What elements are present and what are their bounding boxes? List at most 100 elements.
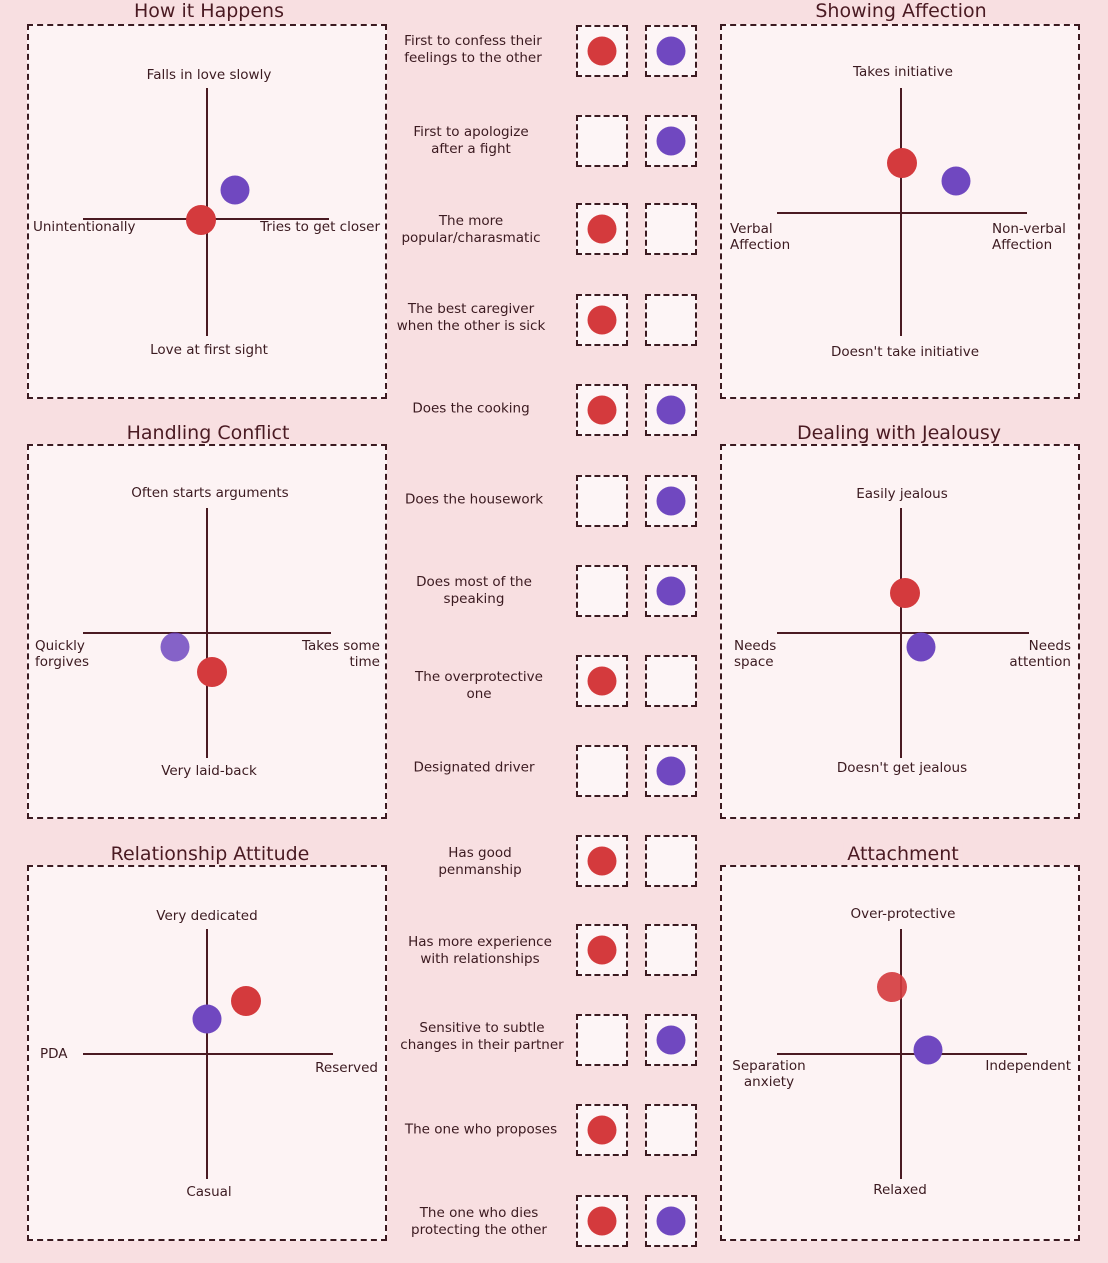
purple-marker [656,756,686,786]
purple-checkbox[interactable] [645,384,697,436]
purple-checkbox[interactable] [645,294,697,346]
red-checkbox[interactable] [576,475,628,527]
axis-label-right: Non-verbal Affection [992,221,1066,253]
purple-marker [192,1004,222,1034]
question-text: The more popular/charasmatic [401,213,541,246]
purple-checkbox[interactable] [645,203,697,255]
purple-marker [656,1025,686,1055]
panel-title: Attachment [843,843,963,865]
purple-checkbox[interactable] [645,475,697,527]
axis-label-left: PDA [40,1046,68,1062]
purple-marker [656,395,686,425]
panel-showing-affection: Takes initiative Doesn't take initiative… [720,24,1080,399]
axis-label-bottom: Doesn't get jealous [836,760,968,776]
red-marker [887,148,917,178]
axis-label-left: Unintentionally [33,219,136,235]
red-checkbox[interactable] [576,384,628,436]
axis-label-bottom: Relaxed [873,1182,927,1198]
red-marker [587,395,617,425]
red-checkbox[interactable] [576,294,628,346]
red-checkbox[interactable] [576,745,628,797]
question-text: The overprotective one [415,669,543,702]
axis-label-top: Falls in love slowly [146,67,272,83]
purple-checkbox[interactable] [645,924,697,976]
panel-how-it-happens: Falls in love slowly Love at first sight… [27,24,387,399]
red-marker [587,1115,617,1145]
axis-label-right: Takes some time [301,638,380,670]
red-checkbox[interactable] [576,1195,628,1247]
question-text: Has good penmanship [438,845,522,878]
red-marker [587,935,617,965]
question-text: Does the cooking [412,400,530,417]
red-marker [587,305,617,335]
purple-marker [160,632,190,662]
axis-label-right: Needs attention [1009,638,1071,670]
purple-checkbox[interactable] [645,745,697,797]
purple-marker [656,1206,686,1236]
purple-checkbox[interactable] [645,1104,697,1156]
panel-attachment: Over-protective Relaxed Separation anxie… [720,865,1080,1241]
axis-label-bottom: Casual [186,1184,232,1200]
red-marker [587,846,617,876]
question-text: Sensitive to subtle changes in their par… [400,1020,564,1053]
red-checkbox[interactable] [576,835,628,887]
axis-label-left: Quickly forgives [35,638,89,670]
axis-label-right: Reserved [315,1060,378,1076]
purple-checkbox[interactable] [645,835,697,887]
red-checkbox[interactable] [576,115,628,167]
red-checkbox[interactable] [576,1014,628,1066]
purple-checkbox[interactable] [645,1014,697,1066]
question-text: Does most of the speaking [416,574,532,607]
purple-checkbox[interactable] [645,565,697,617]
red-marker [197,657,227,687]
question-text: First to confess their feelings to the o… [404,33,542,66]
red-checkbox[interactable] [576,25,628,77]
horizontal-axis [83,1053,333,1055]
purple-marker [656,486,686,516]
axis-label-top: Often starts arguments [131,485,289,501]
purple-marker [941,166,971,196]
horizontal-axis [777,1053,1027,1055]
question-text: Has more experience with relationships [408,934,552,967]
purple-marker [220,175,250,205]
question-text: Does the housework [404,491,544,508]
red-marker [587,36,617,66]
purple-checkbox[interactable] [645,655,697,707]
axis-label-top: Takes initiative [853,64,953,80]
red-marker [587,214,617,244]
panel-title: How it Happens [130,0,288,22]
red-marker [231,986,261,1016]
red-marker [587,666,617,696]
axis-label-top: Very dedicated [156,908,258,924]
purple-checkbox[interactable] [645,1195,697,1247]
red-checkbox[interactable] [576,1104,628,1156]
axis-label-right: Independent [985,1058,1071,1074]
panel-title: Relationship Attitude [106,843,314,865]
panel-title: Dealing with Jealousy [792,422,1006,444]
panel-title: Showing Affection [811,0,991,22]
purple-marker [906,632,936,662]
axis-label-top: Easily jealous [856,486,948,502]
axis-label-left: Needs space [734,638,777,670]
red-marker [890,578,920,608]
purple-marker [913,1035,943,1065]
axis-label-bottom: Love at first sight [150,342,268,358]
horizontal-axis [777,212,1027,214]
horizontal-axis [777,632,1029,634]
red-marker [877,972,907,1002]
question-text: The one who dies protecting the other [411,1205,547,1238]
panel-dealing-with-jealousy: Easily jealous Doesn't get jealous Needs… [720,444,1080,819]
red-checkbox[interactable] [576,924,628,976]
red-checkbox[interactable] [576,203,628,255]
purple-marker [656,576,686,606]
purple-marker [656,36,686,66]
red-checkbox[interactable] [576,565,628,617]
question-text: The best caregiver when the other is sic… [396,301,546,334]
panel-handling-conflict: Often starts arguments Very laid-back Qu… [27,444,387,819]
purple-marker [656,126,686,156]
red-checkbox[interactable] [576,655,628,707]
purple-checkbox[interactable] [645,115,697,167]
axis-label-left: Verbal Affection [730,221,791,253]
axis-label-bottom: Doesn't take initiative [830,344,980,360]
purple-checkbox[interactable] [645,25,697,77]
